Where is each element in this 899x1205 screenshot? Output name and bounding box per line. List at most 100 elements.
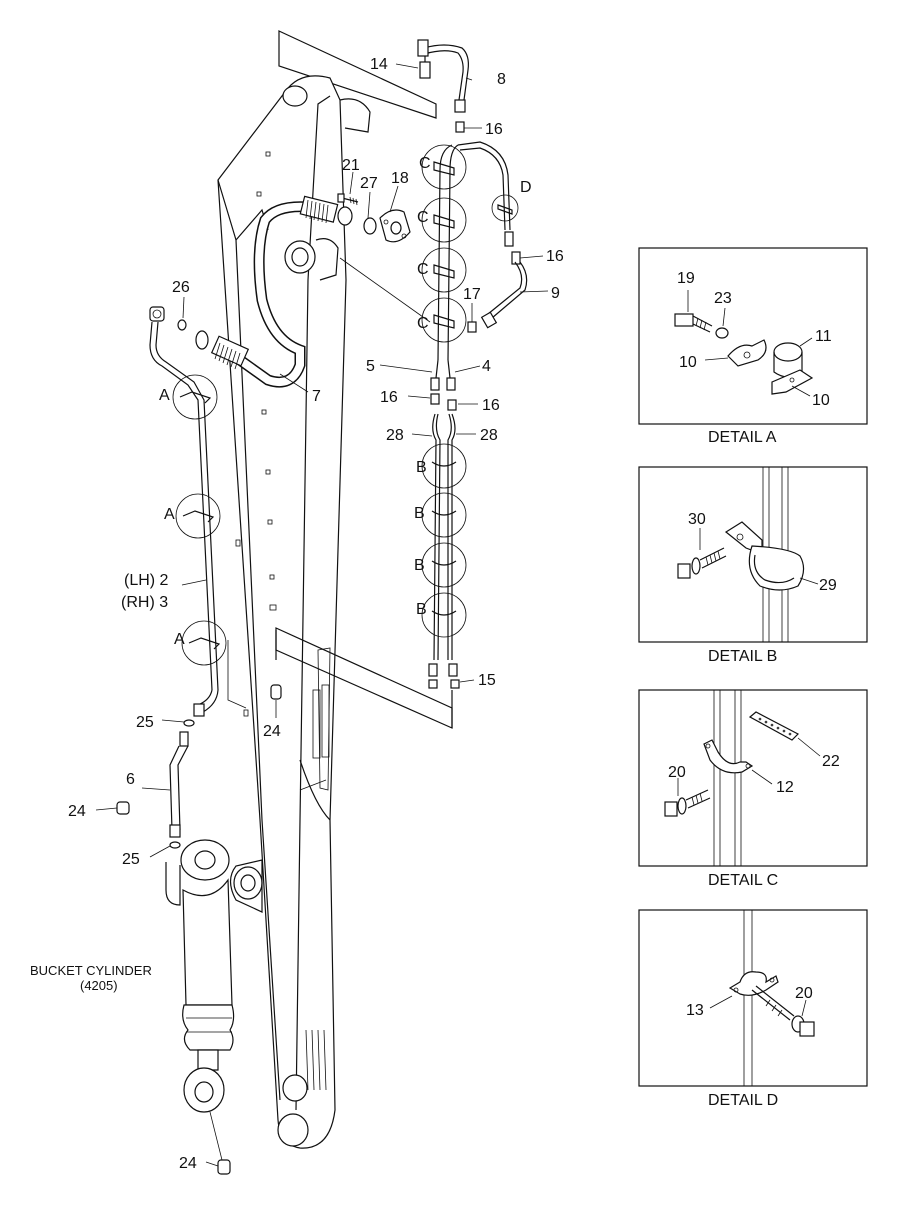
pin-bracket	[315, 238, 339, 281]
plug-24-bottom	[217, 1159, 231, 1175]
detail-b: 30 29 DETAIL B	[638, 466, 868, 665]
label-23: 23	[714, 290, 732, 307]
label-11: 11	[815, 328, 832, 345]
label-14: 14	[370, 56, 388, 73]
adapter-15-right	[450, 679, 460, 689]
plug-24-left	[116, 801, 130, 815]
link-plate	[229, 859, 263, 913]
label-4: 4	[482, 358, 491, 375]
label-B1: B	[416, 459, 427, 476]
clamp-a-3	[181, 620, 227, 666]
pipe-2-3	[149, 306, 247, 717]
label-20c: 20	[668, 764, 686, 781]
elbow-14	[419, 61, 431, 79]
label-C2: C	[417, 209, 429, 226]
detail-a-title: DETAIL A	[708, 429, 777, 446]
o-ring-26	[177, 319, 187, 331]
label-27: 27	[360, 175, 378, 192]
adapter-15-left	[428, 679, 438, 689]
o-ring-25-bottom	[169, 841, 181, 849]
label-A3: A	[174, 631, 185, 648]
label-16d: 16	[482, 397, 500, 414]
clamp-c-3	[421, 247, 467, 293]
bottom-ribs	[305, 1029, 327, 1091]
detail-d: 20 13 DETAIL D	[638, 909, 868, 1109]
clamp-b-1	[421, 443, 467, 489]
label-24c: 24	[179, 1155, 197, 1172]
bolt-20-head-d	[799, 1021, 815, 1037]
clamp-12	[703, 739, 754, 774]
label-22: 22	[822, 753, 840, 770]
label-B4: B	[416, 601, 427, 618]
detail-d-frame	[638, 909, 868, 1087]
label-RH: (RH) 3	[121, 594, 168, 611]
pad-22-dots	[758, 717, 792, 736]
label-16c: 16	[380, 389, 398, 406]
label-10b: 10	[812, 392, 830, 409]
pad-22	[748, 711, 800, 741]
upper-pin-hole	[291, 247, 309, 267]
label-9: 9	[551, 285, 560, 302]
tip-pin-boss	[277, 1113, 309, 1147]
bolt-21	[341, 197, 359, 203]
detail-c: 22 20 12 DETAIL C	[638, 689, 868, 889]
arm-edge-left	[217, 179, 281, 1101]
bolt-20-head-c	[664, 801, 678, 817]
arm-top-tube	[339, 98, 371, 133]
label-18: 18	[391, 170, 409, 187]
clamp-d	[491, 194, 519, 222]
o-ring-25-top	[183, 719, 195, 727]
washer-23	[715, 327, 729, 339]
detail-d-title: DETAIL D	[708, 1092, 778, 1109]
label-17: 17	[463, 286, 481, 303]
clamp-a-1	[172, 374, 218, 420]
arm-slots	[299, 647, 331, 791]
bucket-cylinder-name: BUCKET CYLINDER	[30, 963, 152, 978]
flange-group	[337, 193, 411, 243]
label-8: 8	[497, 71, 506, 88]
hose-7-upper-fitting	[299, 195, 353, 226]
label-C4: C	[417, 315, 429, 332]
clamp-a-2	[175, 493, 221, 539]
bucket-cylinder-code: (4205)	[80, 978, 118, 993]
clamp-c-1	[421, 144, 467, 190]
top-pin-boss	[282, 85, 308, 107]
pipe-bundle-upper	[339, 141, 528, 361]
spacer-11	[773, 342, 803, 362]
label-6: 6	[126, 771, 135, 788]
callout-labels: 14 8 16 21 27 18 D 16 9 26 17 C C C C 5 …	[30, 56, 564, 1172]
label-D: D	[520, 179, 532, 196]
plug-24-mid	[270, 684, 282, 700]
label-B2: B	[414, 505, 425, 522]
clamp-b-3	[421, 542, 467, 588]
clamp-13	[728, 971, 779, 996]
label-24b: 24	[68, 803, 86, 820]
label-20d: 20	[795, 985, 813, 1002]
label-26: 26	[172, 279, 190, 296]
hose-7-lower-fitting	[195, 330, 250, 370]
left-elbow	[149, 306, 165, 322]
arm-edge-line	[295, 95, 331, 1111]
label-13: 13	[686, 1002, 704, 1019]
detail-a-frame	[638, 247, 868, 425]
label-A2: A	[164, 506, 175, 523]
clamp-c-2	[421, 197, 467, 243]
label-25b: 25	[122, 851, 140, 868]
label-15: 15	[478, 672, 496, 689]
boom-arm	[217, 30, 453, 1149]
leader-lines	[95, 63, 549, 1167]
clamp-c-4	[421, 297, 467, 343]
label-21: 21	[342, 157, 360, 174]
label-10a: 10	[679, 354, 697, 371]
clamp-b-2	[421, 492, 467, 538]
clamp-10-upper	[727, 339, 767, 367]
label-25a: 25	[136, 714, 154, 731]
detail-c-title: DETAIL C	[708, 872, 778, 889]
detail-a: 19 23 11 10 10 DETAIL A	[638, 247, 868, 446]
hose-7	[195, 195, 353, 388]
pipe-5-end	[430, 377, 440, 391]
label-28b: 28	[480, 427, 498, 444]
label-24a: 24	[263, 723, 281, 740]
